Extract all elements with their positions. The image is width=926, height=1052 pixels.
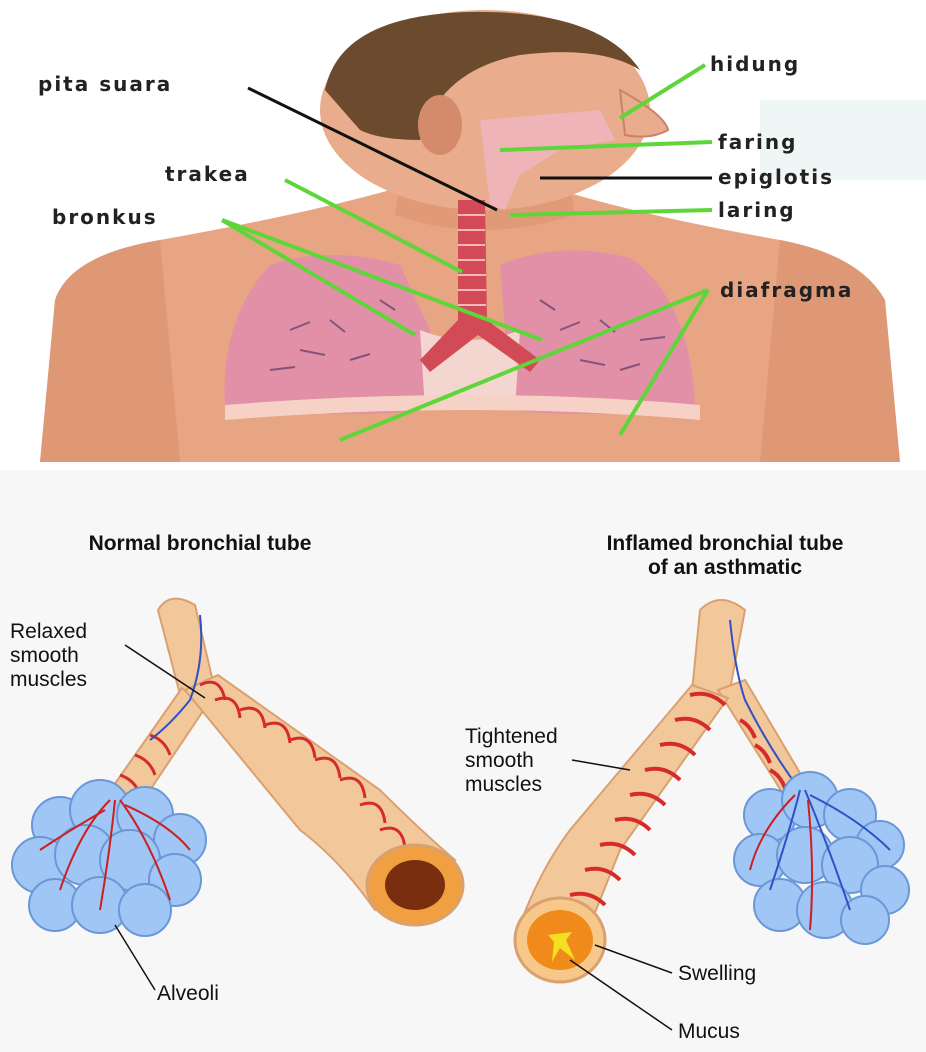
label-alveoli: Alveoli xyxy=(157,982,219,1006)
normal-bronchial-tube xyxy=(12,599,463,990)
label-epiglotis: epiglotis xyxy=(718,165,834,189)
right-shoulder-shade xyxy=(760,240,900,462)
ear-shape xyxy=(418,95,462,155)
normal-tube-title: Normal bronchial tube xyxy=(40,532,360,556)
label-tightened-line3: muscles xyxy=(465,773,542,797)
label-laring: laring xyxy=(718,198,796,222)
label-relaxed-line2: smooth xyxy=(10,644,79,668)
label-diafragma: diafragma xyxy=(720,278,853,302)
label-relaxed-line3: muscles xyxy=(10,668,87,692)
label-tightened-line2: smooth xyxy=(465,749,534,773)
inflamed-tube-title-line1: Inflamed bronchial tube xyxy=(535,532,915,556)
label-mucus: Mucus xyxy=(678,1020,740,1044)
label-tightened-line1: Tightened xyxy=(465,725,558,749)
label-hidung: hidung xyxy=(710,52,800,76)
bronchial-tube-comparison: Normal bronchial tube Inflamed bronchial… xyxy=(0,470,926,1052)
label-relaxed-line1: Relaxed xyxy=(10,620,87,644)
respiratory-system-illustration: pita suara hidung faring epiglotis larin… xyxy=(0,0,926,462)
label-bronkus: bronkus xyxy=(52,205,158,229)
label-trakea: trakea xyxy=(165,162,250,186)
label-swelling: Swelling xyxy=(678,962,756,986)
left-shoulder-shade xyxy=(40,240,180,462)
label-faring: faring xyxy=(718,130,797,154)
inflamed-tube-title-line2: of an asthmatic xyxy=(535,556,915,580)
label-pita-suara: pita suara xyxy=(38,72,172,96)
